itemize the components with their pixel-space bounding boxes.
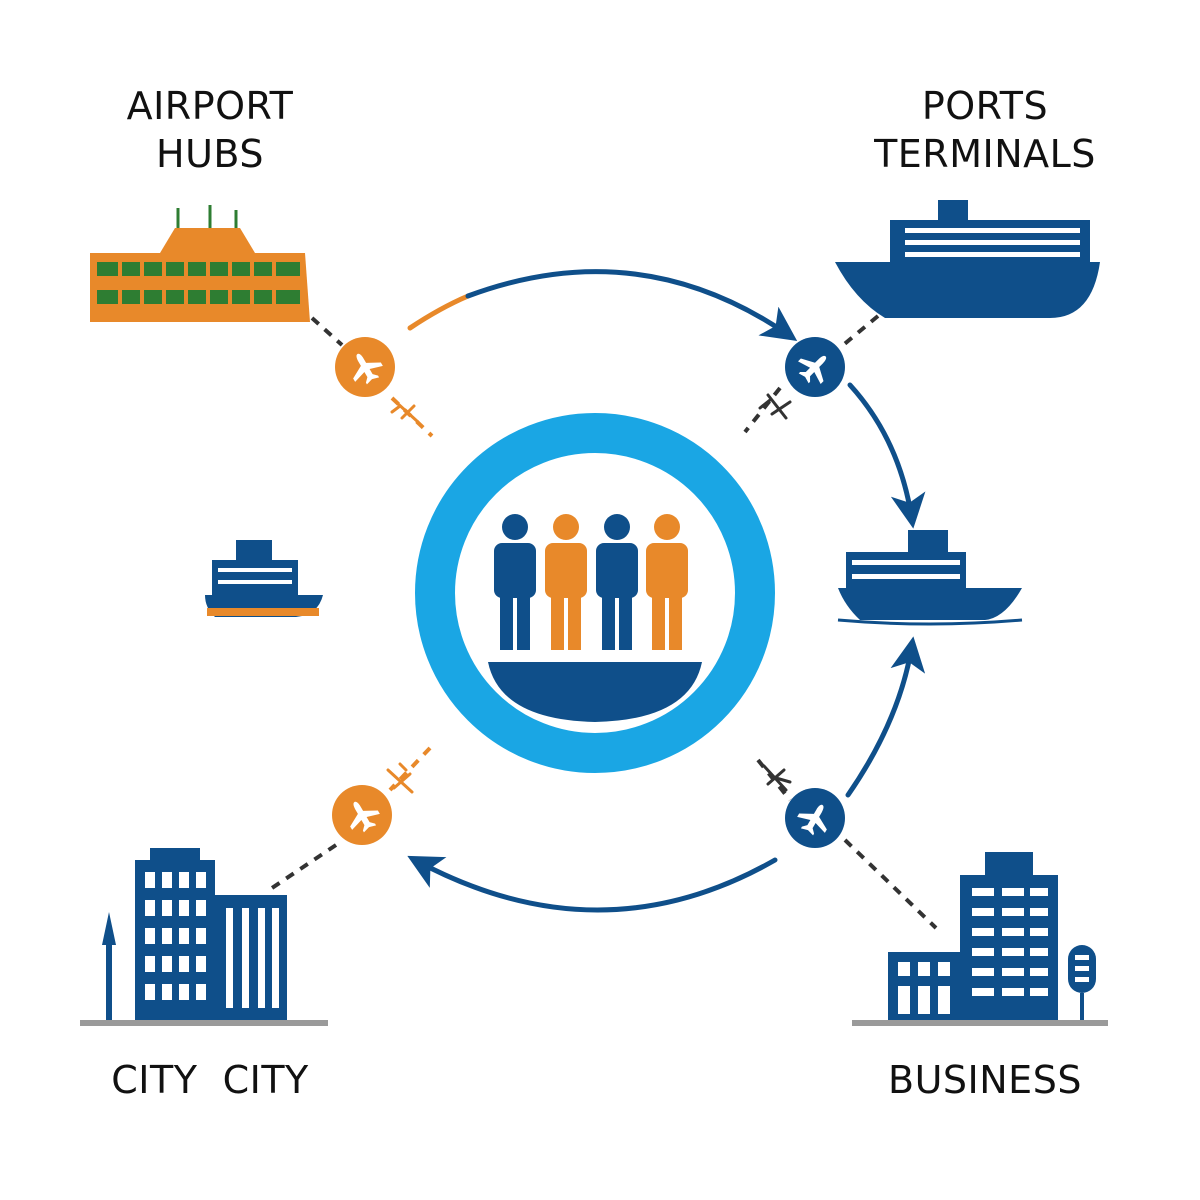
business-buildings-icon <box>852 852 1108 1026</box>
ports-label-line2: TERMINALS <box>874 132 1096 176</box>
top-arc-arrow <box>407 269 798 341</box>
airplane-icon <box>332 785 392 845</box>
ferry-icon <box>205 540 323 617</box>
city-buildings-icon <box>80 848 328 1026</box>
city-label: CITY CITY <box>60 1056 360 1104</box>
airplane-icon <box>335 337 395 397</box>
city-label-text: CITY CITY <box>111 1058 309 1102</box>
container-ship-icon <box>837 530 1023 626</box>
airplane-icon <box>785 788 845 848</box>
airport-label-line2: HUBS <box>156 132 264 176</box>
cargo-ship-icon <box>835 200 1100 318</box>
business-label-text: BUSINESS <box>888 1058 1082 1102</box>
small-plane-marks <box>386 393 792 794</box>
airport-terminal-icon <box>90 205 310 322</box>
airplane-icon <box>785 337 845 397</box>
right-lower-arc-arrow <box>845 636 926 798</box>
right-upper-arc-arrow <box>847 382 926 529</box>
airport-label-line1: AIRPORT <box>126 84 294 128</box>
business-label: BUSINESS <box>850 1056 1120 1104</box>
ports-terminals-label: PORTS TERMINALS <box>840 82 1130 178</box>
airport-hubs-label: AIRPORT HUBS <box>80 82 340 178</box>
ports-label-line1: PORTS <box>921 84 1049 128</box>
bottom-arc-arrow <box>407 855 778 913</box>
people-group-icon <box>415 413 775 773</box>
